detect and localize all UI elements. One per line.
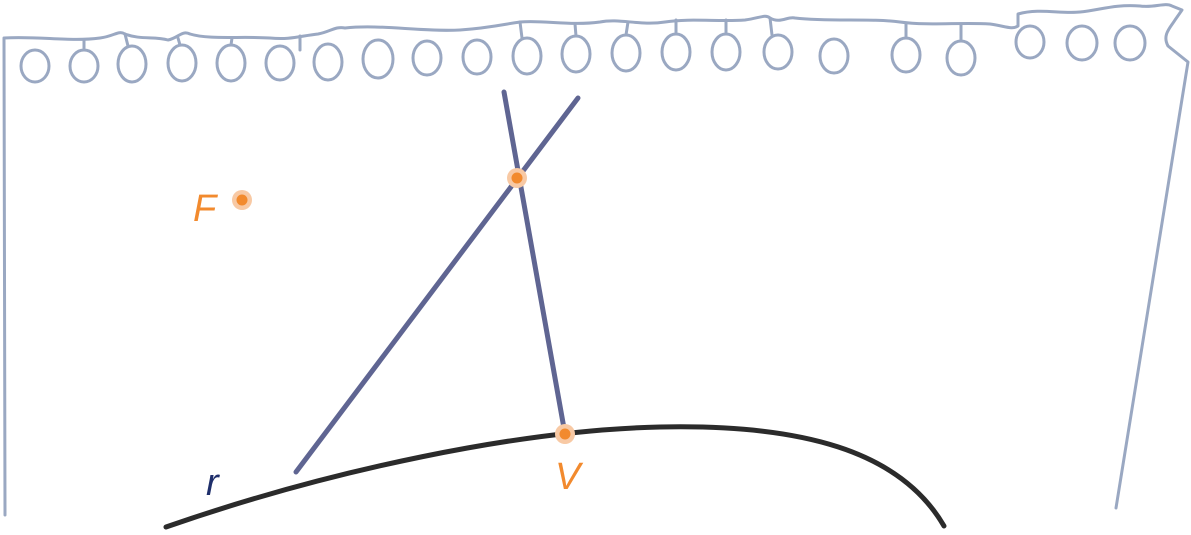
point-intersection[interactable] (507, 168, 527, 188)
notebook-paper (2, 3, 1190, 517)
label-vertex: V (555, 456, 584, 498)
point-focus[interactable] (232, 190, 252, 210)
point-vertex[interactable] (555, 424, 575, 444)
label-curve-r: r (206, 462, 220, 504)
binding-hooks (82, 16, 963, 52)
label-focus: F (193, 188, 218, 230)
axis-line[interactable] (501, 89, 568, 437)
curve-r[interactable] (163, 424, 947, 530)
tangent-line[interactable] (293, 95, 581, 475)
notebook-outline (2, 3, 1190, 517)
